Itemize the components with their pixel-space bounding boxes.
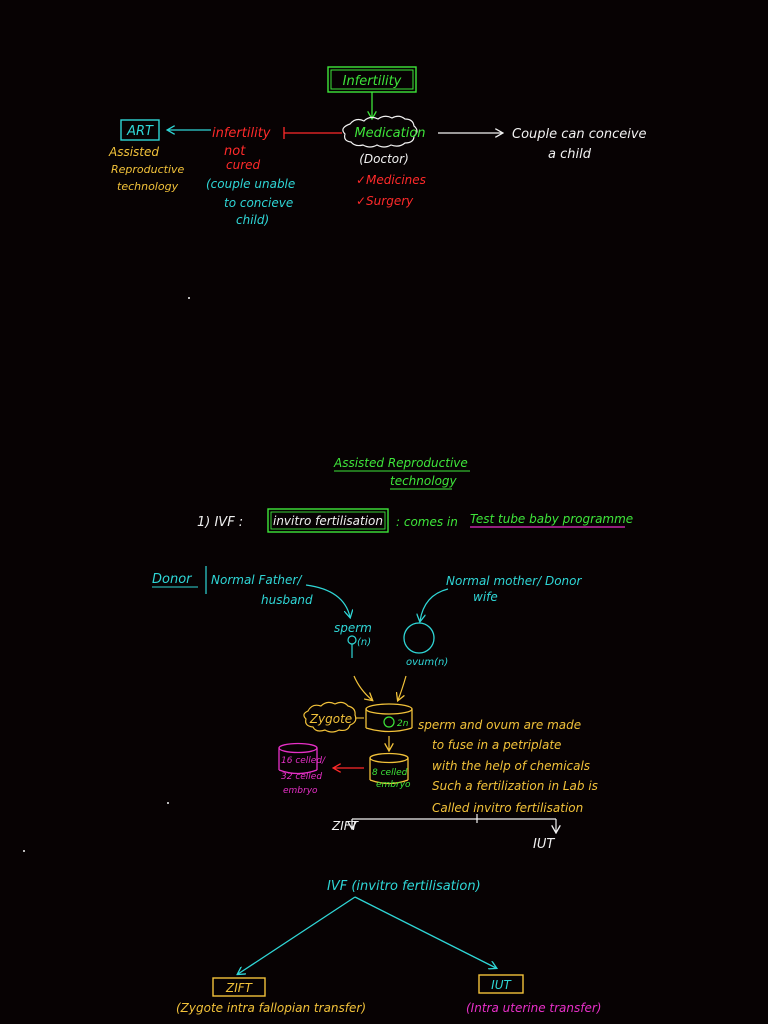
zygote-label: Zygote (309, 712, 352, 726)
branch-to-iut (354, 896, 496, 968)
arrow-mother-to-ovum (420, 588, 449, 621)
note-line-5: Called invitro fertilisation (432, 801, 583, 815)
stray-dot (23, 850, 25, 852)
art-label: ART (126, 124, 154, 139)
medicines-label: ✓Medicines (356, 173, 426, 187)
unable-line-1: (couple unable (206, 177, 295, 191)
not-cured-line-3: cured (226, 158, 261, 172)
arrow-ovum-to-petri (398, 675, 407, 700)
sixteen-line-3: embryo (283, 786, 318, 796)
medication-node: Medication (342, 115, 426, 148)
mother-line-1: Normal mother/ Donor (446, 574, 582, 588)
art-full-line-3: technology (117, 180, 179, 193)
infertility-node: Infertility (327, 66, 417, 93)
art-heading-line-1: Assisted Reproductive (333, 456, 468, 470)
zift-node: ZIFT (212, 977, 266, 997)
two-n-label: 2n (397, 719, 409, 729)
father-line-1: Normal Father/ (211, 573, 303, 587)
medication-label: Medication (354, 126, 425, 141)
sperm-shape (347, 635, 357, 658)
zygote-cloud: Zygote (303, 701, 357, 733)
zift-label: ZIFT (225, 981, 254, 995)
ivf-number-label: 1) IVF : (197, 515, 243, 530)
mother-line-2: wife (473, 590, 498, 604)
stray-dot (188, 297, 190, 299)
arrow-sperm-to-petri (353, 675, 372, 700)
art-heading-line-2: technology (390, 474, 458, 488)
note-line-3: with the help of chemicals (432, 759, 590, 773)
branch-to-zift (238, 896, 356, 974)
donor-label: Donor (152, 572, 193, 587)
iut-node: IUT (478, 974, 524, 994)
ovum-shape (403, 622, 435, 654)
zift-full-label: (Zygote intra fallopian transfer) (176, 1001, 366, 1015)
timeline-iut-label: IUT (533, 837, 555, 852)
test-tube-label: Test tube baby programme (470, 512, 633, 526)
ivf-box: invitro fertilisation (267, 508, 389, 533)
art-full-line-2: Reproductive (111, 163, 185, 176)
iut-full-label: (Intra uterine transfer) (466, 1001, 601, 1015)
note-line-2: to fuse in a petriplate (432, 738, 561, 752)
couple-line-2: a child (548, 147, 592, 162)
comes-in-label: : comes in (396, 515, 458, 529)
unable-line-2: to concieve (224, 196, 293, 210)
unable-line-3: child) (236, 213, 269, 227)
surgery-label: ✓Surgery (356, 194, 414, 208)
father-line-2: husband (261, 593, 313, 607)
iut-label: IUT (491, 978, 512, 992)
ovum-label: ovum(n) (406, 657, 448, 668)
arrow-father-to-sperm (305, 584, 350, 617)
infertility-label: Infertility (343, 74, 402, 89)
petri-dish-zygote (365, 703, 413, 733)
note-line-4: Such a fertilization in Lab is (432, 779, 598, 793)
eight-cell-line-2: embryo (376, 780, 411, 790)
petri-dish-16-cell (278, 742, 318, 775)
sixteen-line-2: 32 celled (281, 772, 322, 782)
sixteen-line-1: 16 celled/ (281, 756, 326, 766)
art-node: ART (120, 119, 160, 141)
stray-dot (167, 802, 169, 804)
ivf-title: IVF (invitro fertilisation) (327, 879, 481, 894)
doctor-label: (Doctor) (359, 152, 409, 166)
couple-line-1: Couple can conceive (512, 127, 647, 142)
sperm-n-label: (n) (357, 637, 371, 648)
ivf-box-label: invitro fertilisation (273, 514, 383, 528)
not-cured-line-2: not (224, 144, 246, 159)
note-line-1: sperm and ovum are made (418, 718, 581, 732)
art-full-line-1: Assisted (108, 145, 159, 159)
petri-dish-8-cell (369, 752, 409, 785)
timeline-zift-label: ZIFT (331, 819, 360, 833)
eight-cell-line-1: 8 celled (372, 768, 408, 778)
not-cured-line-1: infertility (212, 126, 271, 141)
sperm-label: sperm (334, 621, 372, 635)
